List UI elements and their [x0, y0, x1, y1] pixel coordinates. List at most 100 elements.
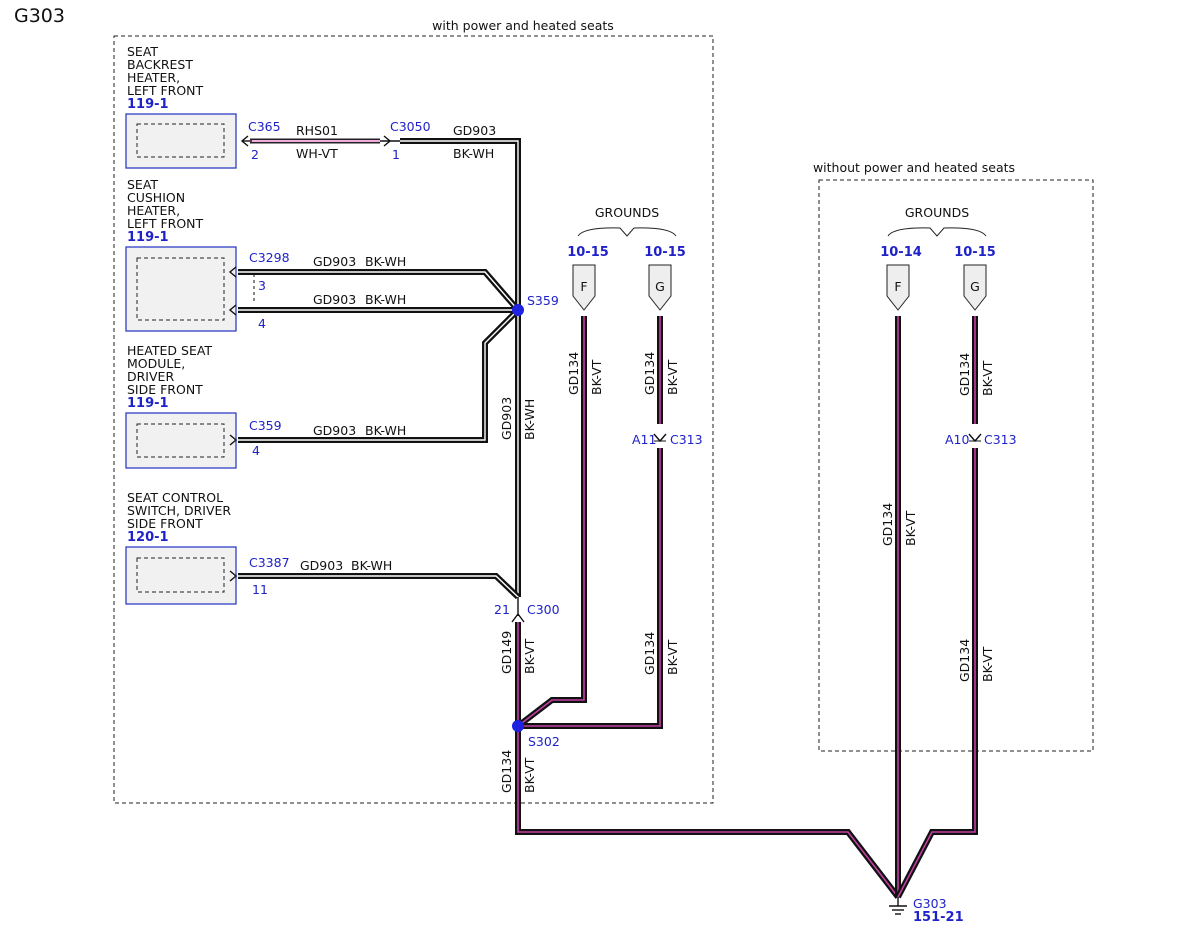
- splice-s302: [512, 720, 524, 732]
- wire-gd134-color: BK-VT: [665, 639, 680, 675]
- connector-c300-pin: 21: [494, 602, 510, 617]
- component-label-line: HEATED SEAT: [127, 343, 212, 358]
- connector-c365-name: C365: [248, 119, 281, 134]
- component-ref: 119-1: [127, 97, 169, 112]
- connector-c365-pin: 2: [251, 147, 259, 162]
- wire-gd134-color: BK-VT: [980, 360, 995, 396]
- wire-gd903-circuit: GD903: [453, 123, 496, 138]
- connector-c3050-name: C3050: [390, 119, 431, 134]
- component-ref: 119-1: [127, 230, 169, 245]
- wire-gd134-color: BK-VT: [589, 359, 604, 395]
- component-label-line: SEAT CONTROL: [127, 490, 223, 505]
- ground-terminal-g: [963, 264, 987, 311]
- wire-gd903-color: BK-WH: [453, 146, 494, 161]
- ground-terminal-f: [572, 264, 596, 311]
- connector-c3387-pin: 11: [252, 582, 268, 597]
- splice-s302-label: S302: [528, 734, 560, 749]
- wire-gd903-color: BK-WH: [351, 558, 392, 573]
- wire-gd134-color: BK-VT: [903, 510, 918, 546]
- component-label-line: MODULE,: [127, 356, 185, 371]
- component-label-line: HEATER,: [127, 203, 180, 218]
- wire-gd134-circuit: GD134: [642, 352, 657, 395]
- component-label-line: SEAT: [127, 177, 158, 192]
- component-ref: 120-1: [127, 530, 169, 545]
- component-heated-seat-module: HEATED SEAT MODULE, DRIVER SIDE FRONT 11…: [125, 343, 237, 469]
- grounds-label: GROUNDS: [595, 205, 659, 220]
- ground-terminal-letter: G: [655, 279, 665, 294]
- grounds-group-left: GROUNDS 10-15 10-15 F G: [567, 205, 686, 311]
- zone-without-label: without power and heated seats: [813, 160, 1015, 175]
- ground-terminal-g: [648, 264, 672, 311]
- grounds-label: GROUNDS: [905, 205, 969, 220]
- wire-gd903-circuit: GD903: [313, 292, 356, 307]
- component-label-line: SEAT: [127, 44, 158, 59]
- connector-c3298-pin-a: 3: [258, 278, 266, 293]
- ground-ref-g: 10-15: [644, 245, 686, 260]
- wire-gd134-circuit: GD134: [566, 352, 581, 395]
- splice-s359-label: S359: [527, 293, 559, 308]
- zone-with-label: with power and heated seats: [432, 18, 614, 33]
- wire-gd903-circuit: GD903: [313, 254, 356, 269]
- wire-gd134-circuit: GD134: [880, 503, 895, 546]
- wire-gd903-group: [238, 138, 521, 600]
- wire-gd134-circuit: GD134: [957, 639, 972, 682]
- wire-gd134-circuit: GD134: [499, 750, 514, 793]
- ground-ref-g: 10-15: [954, 245, 996, 260]
- connector-c313-left-pin: A11: [632, 432, 656, 447]
- connector-c359-name: C359: [249, 418, 282, 433]
- component-seat-cushion-heater: SEAT CUSHION HEATER, LEFT FRONT 119-1: [125, 177, 237, 332]
- wire-gd903-color: BK-WH: [365, 254, 406, 269]
- connector-c313-right-name: C313: [984, 432, 1017, 447]
- ground-ref-f: 10-14: [880, 245, 922, 260]
- connector-c3050-pin: 1: [392, 147, 400, 162]
- zone-without-power-heated-seats: [818, 179, 1094, 752]
- ground-terminal-f: [886, 264, 910, 311]
- ground-point-ref: 151-21: [913, 910, 964, 925]
- splice-s359: [512, 304, 524, 316]
- component-label-line: LEFT FRONT: [127, 83, 204, 98]
- ground-ref-f: 10-15: [567, 245, 609, 260]
- connector-c3298-pin-b: 4: [258, 316, 266, 331]
- ground-point-name: G303: [913, 896, 947, 911]
- component-ref: 119-1: [127, 396, 169, 411]
- wire-gd903-circuit: GD903: [300, 558, 343, 573]
- wire-gd903-color: BK-WH: [522, 399, 537, 440]
- connector-c313-right-pin: A10: [945, 432, 970, 447]
- wire-rhs01-color: WH-VT: [296, 146, 338, 161]
- wire-rhs01-circuit: RHS01: [296, 123, 338, 138]
- component-label-line: SWITCH, DRIVER: [127, 503, 231, 518]
- component-seat-control-switch: SEAT CONTROL SWITCH, DRIVER SIDE FRONT 1…: [125, 490, 237, 605]
- component-label-line: HEATER,: [127, 70, 180, 85]
- connector-c359-pin: 4: [252, 443, 260, 458]
- wire-gd149-circuit: GD149: [499, 631, 514, 674]
- connector-c3298-name: C3298: [249, 250, 290, 265]
- component-label-line: SIDE FRONT: [127, 516, 203, 531]
- component-label-line: CUSHION: [127, 190, 185, 205]
- wire-gd903-circuit: GD903: [313, 423, 356, 438]
- ground-terminal-letter: F: [580, 279, 587, 294]
- wire-gd134-color: BK-VT: [980, 646, 995, 682]
- wire-gd134-color: BK-VT: [522, 757, 537, 793]
- zone-with-power-heated-seats: [113, 35, 714, 804]
- wire-gd903-color: BK-WH: [365, 292, 406, 307]
- ground-point-g303: G303 151-21: [889, 896, 964, 925]
- component-label-line: SIDE FRONT: [127, 382, 203, 397]
- page-title: G303: [14, 5, 65, 27]
- wire-gd903-color: BK-WH: [365, 423, 406, 438]
- grounds-group-right: GROUNDS 10-14 10-15 F G: [880, 205, 996, 311]
- wire-gd149-color: BK-VT: [522, 638, 537, 674]
- wire-gd134-group: [515, 316, 978, 899]
- wire-gd134-circuit: GD134: [957, 353, 972, 396]
- connector-c3387-name: C3387: [249, 555, 290, 570]
- ground-terminal-letter: G: [970, 279, 980, 294]
- connector-c300-name: C300: [527, 602, 560, 617]
- component-label-line: DRIVER: [127, 369, 174, 384]
- component-label-line: LEFT FRONT: [127, 216, 204, 231]
- wire-gd134-color: BK-VT: [665, 359, 680, 395]
- connector-arrows: [228, 135, 982, 623]
- wire-gd134-circuit: GD134: [642, 632, 657, 675]
- ground-terminal-letter: F: [894, 279, 901, 294]
- component-seat-backrest-heater: SEAT BACKREST HEATER, LEFT FRONT 119-1: [125, 44, 237, 169]
- connector-c313-left-name: C313: [670, 432, 703, 447]
